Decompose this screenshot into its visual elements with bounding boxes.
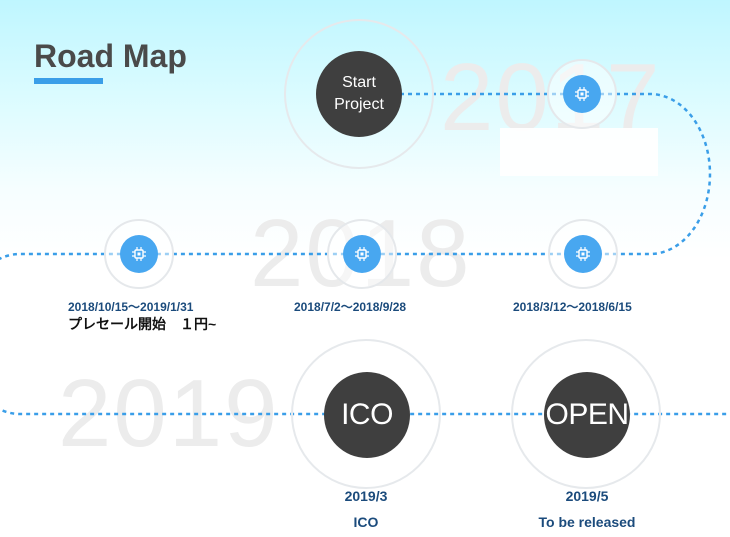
chip-icon (132, 247, 146, 261)
milestone-date-1: 2018/3/12～2018/6/15 (513, 300, 632, 314)
ico-caption: ICO (353, 514, 379, 530)
milestone-node-2018-3[interactable] (120, 235, 158, 273)
milestone-node-2017[interactable] (563, 75, 601, 113)
overlay-panel (500, 128, 658, 176)
ico-disc[interactable]: ICO (324, 372, 410, 458)
open-caption: To be released (538, 514, 636, 530)
milestone-date-3: 2018/10/15～2019/1/31 (68, 300, 194, 314)
milestone-date-2: 2018/7/2～2018/9/28 (294, 300, 407, 314)
milestone-node-2018-1[interactable] (564, 235, 602, 273)
chip-icon (576, 247, 590, 261)
ico-ring (291, 339, 441, 489)
ico-date: 2019/3 (344, 488, 388, 504)
start-line-1: Start (342, 74, 376, 92)
open-date: 2019/5 (565, 488, 609, 504)
presale-note: プレセール開始 １円~ (68, 316, 217, 332)
start-line-2: Project (334, 96, 384, 113)
start-project-disc[interactable]: Start Project (316, 51, 402, 137)
page-title: Road Map (34, 38, 187, 74)
start-ring (284, 19, 434, 169)
chip-icon (575, 87, 589, 101)
title-underline (34, 78, 103, 84)
milestone-node-2018-2[interactable] (343, 235, 381, 273)
open-disc[interactable]: OPEN (544, 372, 630, 458)
open-ring (511, 339, 661, 489)
chip-icon (355, 247, 369, 261)
